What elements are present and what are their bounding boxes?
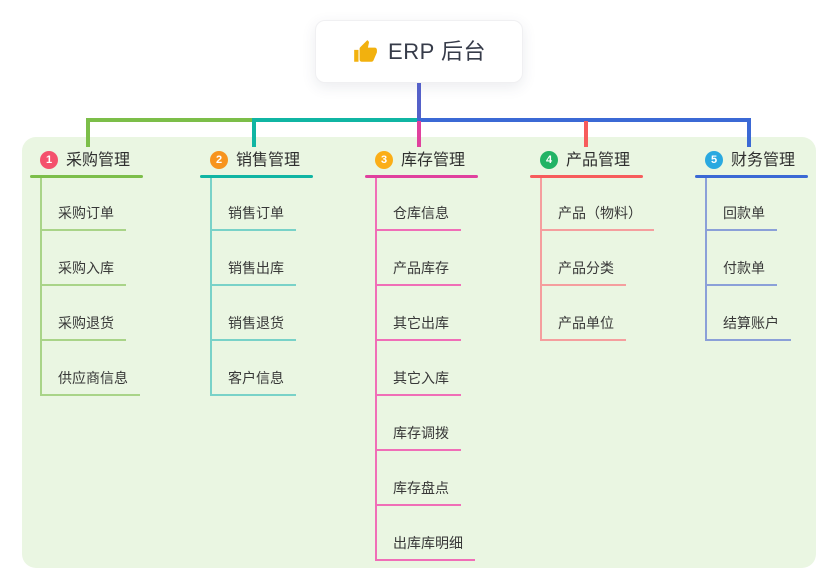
root-node[interactable]: ERP 后台 (315, 20, 523, 83)
branch-elbow-drop (584, 121, 588, 147)
sub-item[interactable]: 销售退货 (210, 314, 296, 341)
thumbs-up-icon (354, 39, 377, 62)
sub-item[interactable]: 销售出库 (210, 259, 296, 286)
sub-item[interactable]: 销售订单 (210, 204, 296, 231)
branch-title[interactable]: 采购管理 (66, 152, 131, 169)
sub-item[interactable]: 库存调拨 (375, 424, 461, 451)
branch-bus-segment (252, 118, 417, 122)
root-title: ERP 后台 (388, 38, 486, 64)
sub-item[interactable]: 结算账户 (705, 314, 791, 341)
sub-item[interactable]: 其它入库 (375, 369, 461, 396)
sub-item[interactable]: 其它出库 (375, 314, 461, 341)
sub-item[interactable]: 付款单 (705, 259, 777, 286)
sub-item[interactable]: 产品库存 (375, 259, 461, 286)
root-connector (417, 83, 421, 122)
branch-title-underline (30, 175, 143, 178)
sub-item[interactable]: 供应商信息 (40, 369, 140, 396)
branch-number-badge: 1 (40, 151, 58, 169)
branch-elbow-drop (86, 118, 90, 147)
branch-elbow-drop (252, 118, 256, 147)
branch-number-badge: 5 (705, 151, 723, 169)
branch-title-underline (695, 175, 808, 178)
branch-title[interactable]: 产品管理 (566, 152, 631, 169)
branch-trunk-line (375, 178, 377, 561)
sub-item[interactable]: 回款单 (705, 204, 777, 231)
branch-trunk-line (540, 178, 542, 341)
sub-item[interactable]: 产品分类 (540, 259, 626, 286)
branch-trunk-line (705, 178, 707, 341)
sub-item[interactable]: 采购退货 (40, 314, 126, 341)
sub-item[interactable]: 客户信息 (210, 369, 296, 396)
branch-title-underline (200, 175, 313, 178)
sub-item[interactable]: 产品单位 (540, 314, 626, 341)
branch-number-badge: 2 (210, 151, 228, 169)
branch-elbow-drop (747, 118, 751, 147)
branch-title[interactable]: 财务管理 (731, 152, 796, 169)
branch-elbow-drop (417, 121, 421, 147)
branch-number-badge: 4 (540, 151, 558, 169)
sub-item[interactable]: 出库库明细 (375, 534, 475, 561)
branch-bus-segment (86, 118, 252, 122)
background-panel (22, 137, 816, 568)
sub-item[interactable]: 采购订单 (40, 204, 126, 231)
branch-title[interactable]: 销售管理 (236, 152, 301, 169)
branch-title-underline (365, 175, 478, 178)
sub-item[interactable]: 仓库信息 (375, 204, 461, 231)
sub-item[interactable]: 库存盘点 (375, 479, 461, 506)
branch-title[interactable]: 库存管理 (401, 152, 466, 169)
branch-trunk-line (40, 178, 42, 396)
sub-item[interactable]: 产品（物料） (540, 204, 654, 231)
branch-trunk-line (210, 178, 212, 396)
branch-number-badge: 3 (375, 151, 393, 169)
branch-title-underline (530, 175, 643, 178)
branch-bus-segment (417, 118, 751, 122)
sub-item[interactable]: 采购入库 (40, 259, 126, 286)
